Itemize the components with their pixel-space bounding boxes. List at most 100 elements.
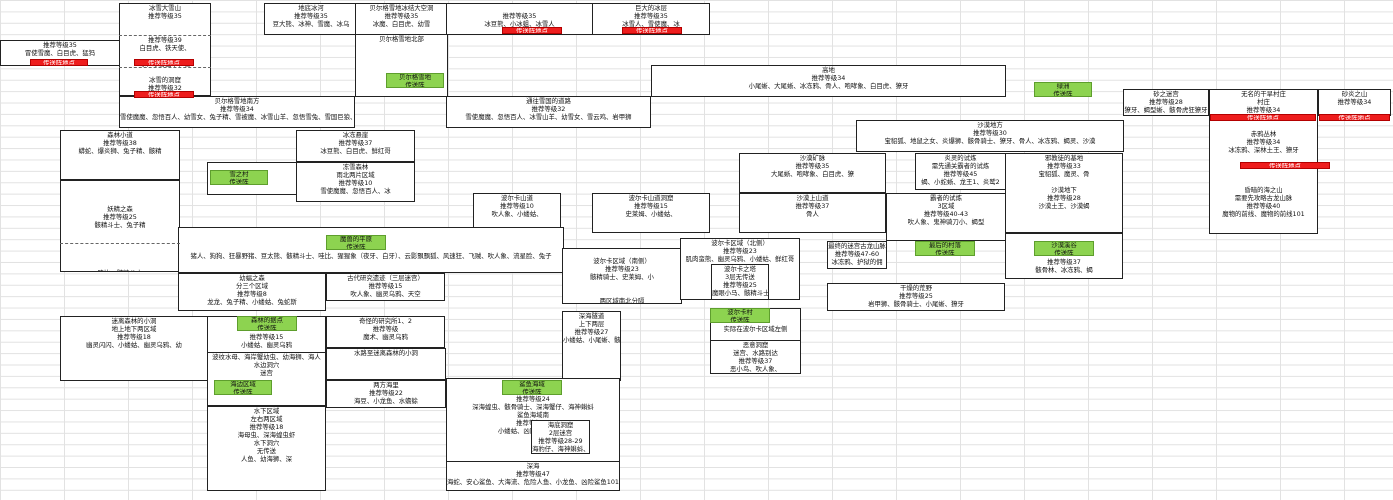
map-area-text: 沙漠地下 [1051,186,1077,194]
map-area-text: 恶小鸟、吹人象、 [729,365,782,373]
tag-text: 传送阵 [1054,248,1074,256]
map-area-text: 推荐等级40-43 [923,210,969,218]
tag-text: 传送阵地点 [1247,114,1279,121]
map-area-text: 幽灵闪闪、小蝼蛄、幽灵乌鸦、幼 [86,341,182,349]
map-area-text: 骸精骑士、史莱姆、小 [590,273,654,281]
map-area-text [1210,178,1317,186]
map-area-text: 波尔卡山道 [501,194,533,202]
map-area-lava-mountain: 砂炎之山推荐等级34 [1318,89,1391,116]
map-area-text: 推荐等级15 [368,282,403,290]
map-area-text: 推荐等级37 [338,139,373,147]
map-area-text: 鲨鱼海域南 [517,411,549,419]
teleport-marker-tag-ice-slope: 传送阵地点 [502,27,562,34]
tag-text: 雪之村 [229,170,249,178]
map-area-text: 推荐等级35 [502,12,537,20]
map-area-text: 哇比、骸精斗士 [61,269,179,271]
map-area-text: 妖精之森 [107,205,133,213]
map-area-text: 推荐等级32 [148,84,182,92]
teleport-point-green-forest-wood: 森林的据点传送阵 [237,316,297,331]
map-area-text: 无传送 [256,447,277,455]
teleport-point-green-demon: 魔兽的平原传送阵 [326,235,386,250]
teleport-point-green-belka: 贝尔格雪地传送阵 [386,73,444,88]
teleport-point-green-oasis: 绿洲传送阵 [1034,82,1092,97]
map-area-text: 需要先攻略古龙山脉 [1234,194,1293,202]
map-area-text [61,181,179,189]
tag-text: 贝尔格雪地 [399,73,431,81]
teleport-point-green-boruka-village: 波尔卡村传送阵 [710,308,770,323]
map-area-text: 推荐等级30 [973,129,1007,137]
teleport-point-green-sea-area: 海边区域传送阵 [214,380,272,395]
teleport-marker-tag-mtn-1: 传送阵地点 [134,59,194,66]
map-area-text: 冰雪的洞窟 [149,76,181,84]
map-area-text: 冰豆熊、小冰蛆、冰雪人 [484,20,555,28]
map-area-text: 推荐等级35 [795,162,830,170]
map-area-text: 冰雪人、雪使魔、冰 [622,20,680,28]
teleport-marker-tag-nameless-2: 传送阵地点 [1240,162,1330,169]
map-area-text: 海豆、小龙鱼、水蟾蜍 [354,397,418,405]
map-area-text: 左右两区域 [250,415,283,423]
map-area-text: 迷宫 [260,369,273,377]
map-area-text: 推荐等级38 [103,139,137,147]
map-area-text: 推荐等级34 [1246,106,1281,114]
map-area-text: 推荐等级32 [531,105,566,113]
tag-text: 传送阵 [346,242,366,250]
map-area-text: 推荐等级28-29 [538,437,583,445]
teleport-point-green-shark: 鲨鱼海域传送阵 [502,380,562,395]
map-area-text: 贝尔格雪地北部 [379,35,424,43]
map-area-text: 冰雪大雪山 [149,4,181,12]
map-area-text: 3层无传送 [725,273,755,281]
map-area-text: 上下两层 [578,320,605,328]
map-area-text: 推荐等级35 [294,12,328,20]
map-area-text: 推荐等级33 [1047,162,1081,170]
map-area-text: 深海隧道 [578,312,605,320]
map-area-text: 推荐等级34 [1337,98,1372,106]
map-area-text: 小尾蜥、大尾蜥、冰冻鸦、骨人、咆哮象、白目虎、獠牙 [748,82,909,90]
map-area-text: 推荐等级28 [1047,194,1081,202]
map-area-text: 2层迷宫 [548,429,573,437]
tag-text: 最后的村落 [929,241,961,249]
tag-text: 传送阵地点 [148,59,180,66]
map-area-text: 地底冰河 [298,4,324,12]
map-area-text: 贝尔格雪地冰结大空洞 [369,4,434,12]
tag-text: 传送阵 [1053,89,1073,97]
map-area-text: 贝尔格雪地南方 [214,97,260,105]
map-area-text: 推荐等级10 [338,179,373,187]
map-area-text: 推荐等级35 [384,12,419,20]
map-area-text: 推荐等级27 [574,328,609,336]
tag-text: 传送阵 [935,248,955,256]
map-area-text: 两区域南北分隔 [599,297,645,304]
map-area-text [61,261,179,269]
map-area-text: 深海蝗虫、骸骨骑士、深海蟹仔、海神蝌蚪 [472,403,594,411]
map-area-text: 雪使魔魔、忽悟百人、幼雪女、兔子精、雪被魔、冰雪山羊、忽悟雪兔、雪国巨狼、冰雪山… [120,113,354,121]
map-area-text [1210,226,1317,233]
map-area-text: 高地 [822,66,835,74]
teleport-point-green-sand-valley: 沙漠溪谷传送阵 [1034,241,1094,256]
map-area-text: 波纹水母、海岸蟹幼虫、幼海狮、海人 [212,353,321,361]
map-area-text: 獠牙、蝎型蜥、骸骨虎狂獠牙 [1124,106,1208,114]
map-area-text: 砂炎之山 [1341,90,1368,98]
tag-text: 传送阵地点 [43,59,75,66]
map-area-text: 冰豆熊、白目虎、鲜红哥 [320,147,391,155]
map-area-text: 推荐等级39 [148,36,182,44]
map-area-text: 水下区域 [253,407,280,415]
map-area-text [563,249,681,257]
map-area-text [447,4,592,12]
map-area-text: 推荐等级35 [148,12,182,20]
map-area-text: 骨人 [806,210,819,218]
map-area-text: 需先通关霸者的试炼 [931,162,990,170]
